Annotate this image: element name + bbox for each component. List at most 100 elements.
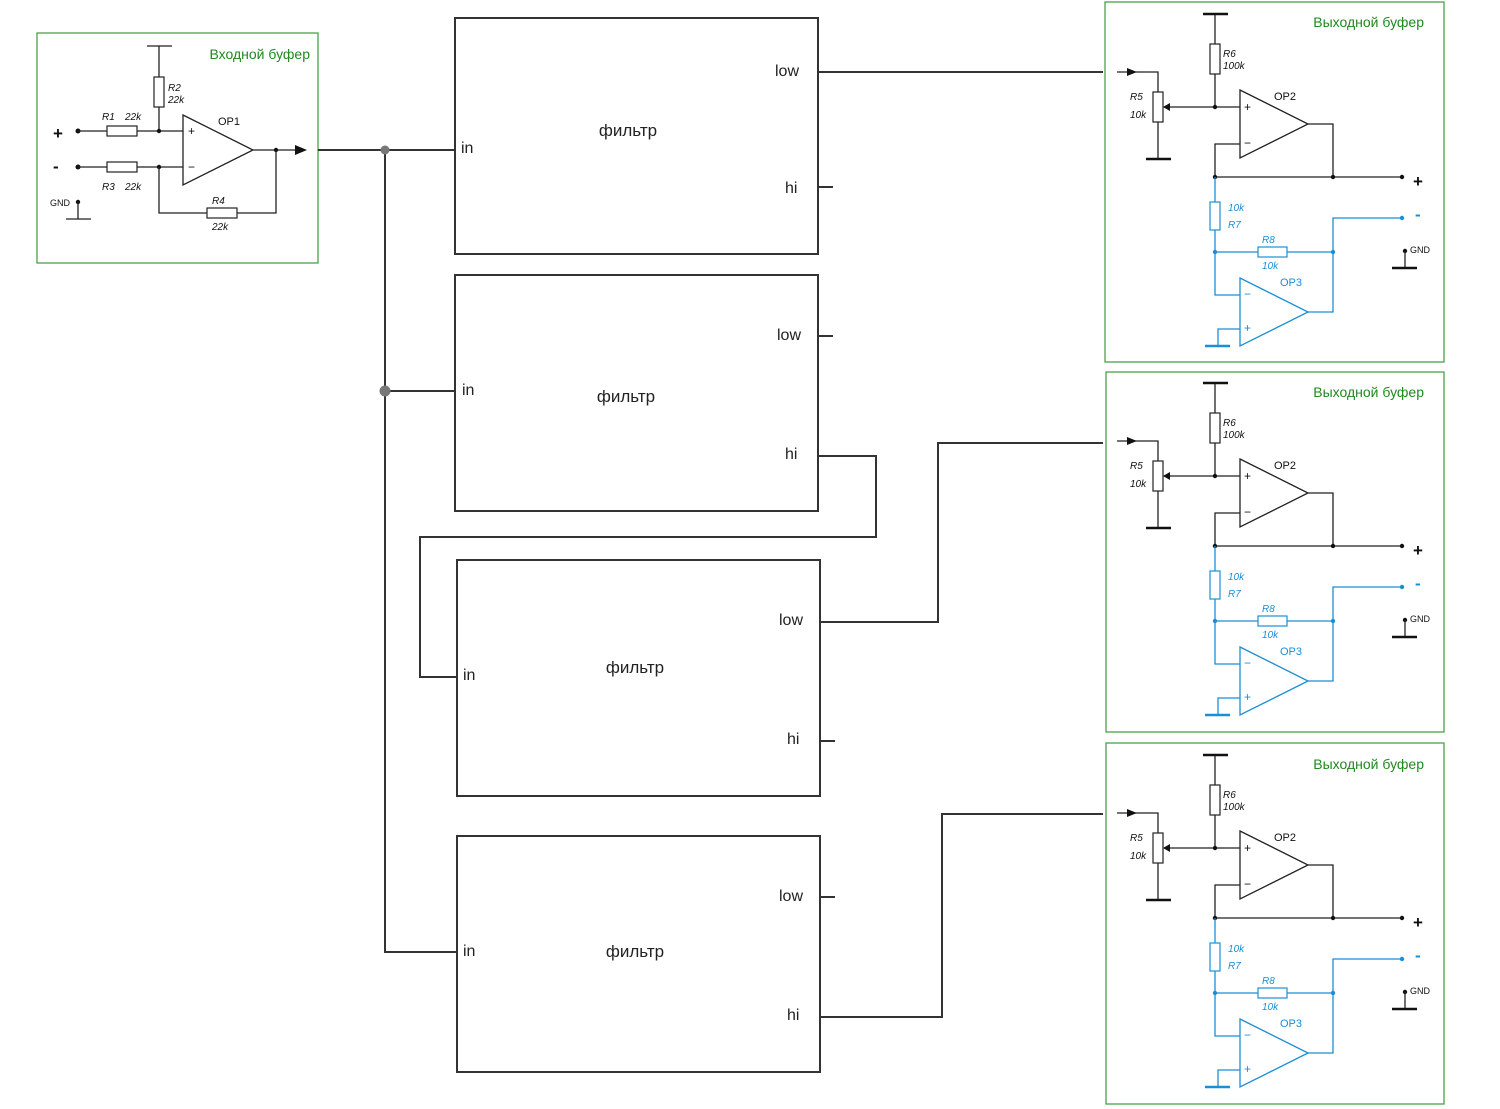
r7-label: R7 [1228, 589, 1241, 600]
out-plus-label: + [1413, 913, 1423, 932]
input-minus-label: - [53, 157, 59, 176]
out-gnd-label: GND [1410, 245, 1431, 255]
output-buffer-3-frame [1105, 742, 1445, 1105]
r3-label: R3 [102, 182, 115, 193]
r4-resistor [206, 207, 238, 219]
filter-1-low: low [775, 63, 799, 80]
filter-2-label: фильтр [597, 387, 655, 406]
filter-3-label: фильтр [606, 658, 664, 677]
output-buffer-1-title: Выходной буфер [1313, 14, 1424, 30]
r8-label: R8 [1262, 235, 1275, 246]
input-bus-vertical [384, 150, 460, 953]
r6-value: 100k [1223, 61, 1246, 72]
output-buffer: Выходной буфер R6 100k R5 10k OP2 + − + … [1105, 742, 1445, 1105]
r1-resistor [106, 125, 138, 137]
op3-label: OP3 [1280, 277, 1302, 289]
r7-label: R7 [1228, 220, 1241, 231]
op3-plus: + [1244, 321, 1251, 335]
op3-minus: − [1244, 656, 1251, 670]
r6-label: R6 [1223, 790, 1236, 801]
out-minus-label: - [1415, 574, 1421, 593]
filter-4-low: low [779, 888, 803, 905]
filter-block: фильтр in low hi [454, 17, 819, 255]
out-plus-label: + [1413, 541, 1423, 560]
filter-3-frame [456, 559, 821, 797]
r5-value: 10k [1130, 110, 1147, 121]
node-r2 [156, 128, 162, 134]
filter-4-label: фильтр [606, 942, 664, 961]
filter-1-in: in [461, 140, 473, 157]
filter-2-hi: hi [785, 446, 797, 463]
op2-minus: − [1244, 505, 1251, 519]
output-buffer: Выходной буфер R6 100k R5 10k OP2 + − + … [1105, 371, 1445, 733]
r7-value: 10k [1228, 572, 1245, 583]
r2-value: 22k [167, 95, 185, 106]
r7-value: 10k [1228, 203, 1245, 214]
f3-low-to-out2 [820, 442, 1103, 623]
out-minus-label: - [1415, 205, 1421, 224]
r7-label: R7 [1228, 961, 1241, 972]
r1-label: R1 [102, 112, 115, 123]
op2-plus: + [1244, 469, 1251, 483]
out-minus-label: - [1415, 946, 1421, 965]
input-plus-label: + [53, 124, 63, 143]
op2-plus: + [1244, 841, 1251, 855]
r8-value: 10k [1262, 261, 1279, 272]
op1-plus: + [188, 124, 195, 138]
op3-label: OP3 [1280, 646, 1302, 658]
filter-1-label: фильтр [599, 121, 657, 140]
junction-1 [380, 145, 390, 155]
filter-1-frame [454, 17, 819, 255]
r8-value: 10k [1262, 630, 1279, 641]
r4-label: R4 [212, 196, 225, 207]
filter-4-frame [456, 835, 821, 1073]
op3-minus: − [1244, 287, 1251, 301]
r8-label: R8 [1262, 604, 1275, 615]
filter-block: фильтр in low hi [456, 559, 821, 797]
junction-2 [379, 385, 391, 397]
r3-value: 22k [124, 182, 142, 193]
r5-label: R5 [1130, 833, 1143, 844]
r8-value: 10k [1262, 1002, 1279, 1013]
output-buffer-2-frame [1105, 371, 1445, 733]
op2-label: OP2 [1274, 460, 1296, 472]
r5-value: 10k [1130, 479, 1147, 490]
op1-minus: − [188, 160, 195, 174]
op2-label: OP2 [1274, 91, 1296, 103]
out-plus-label: + [1413, 172, 1423, 191]
input-buffer-title: Входной буфер [209, 46, 310, 62]
filter-1-hi: hi [785, 180, 797, 197]
filter-3-hi: hi [787, 731, 799, 748]
output-buffer-2-title: Выходной буфер [1313, 384, 1424, 400]
r4-value: 22k [211, 222, 229, 233]
op1-label: OP1 [218, 116, 240, 128]
op3-label: OP3 [1280, 1018, 1302, 1030]
r2-wire [147, 45, 172, 131]
filter-2-frame [454, 274, 819, 512]
input-gnd-label: GND [50, 198, 71, 208]
f2-hi-to-f3-in [419, 455, 877, 678]
input-gnd-symbol [66, 202, 91, 220]
main-wiring [318, 71, 1103, 1018]
r6-label: R6 [1223, 49, 1236, 60]
out-gnd-label: GND [1410, 614, 1431, 624]
op2-label: OP2 [1274, 832, 1296, 844]
r8-label: R8 [1262, 976, 1275, 987]
r5-value: 10k [1130, 851, 1147, 862]
op2-minus: − [1244, 136, 1251, 150]
r2-label: R2 [168, 83, 181, 94]
r6-value: 100k [1223, 430, 1246, 441]
r4-wire [158, 150, 277, 214]
output-buffer-1-frame [1104, 1, 1445, 363]
r7-value: 10k [1228, 944, 1245, 955]
op2-minus: − [1244, 877, 1251, 891]
out-gnd-label: GND [1410, 986, 1431, 996]
filter-3-in: in [463, 667, 475, 684]
r1-value: 22k [124, 112, 142, 123]
r6-label: R6 [1223, 418, 1236, 429]
output-buffer: Выходной буфер R6 100k R5 10k OP2 + − + … [1104, 1, 1445, 363]
filter-block: фильтр in low hi [454, 274, 819, 512]
f4-hi-to-out3 [820, 813, 1103, 1018]
r6-value: 100k [1223, 802, 1246, 813]
